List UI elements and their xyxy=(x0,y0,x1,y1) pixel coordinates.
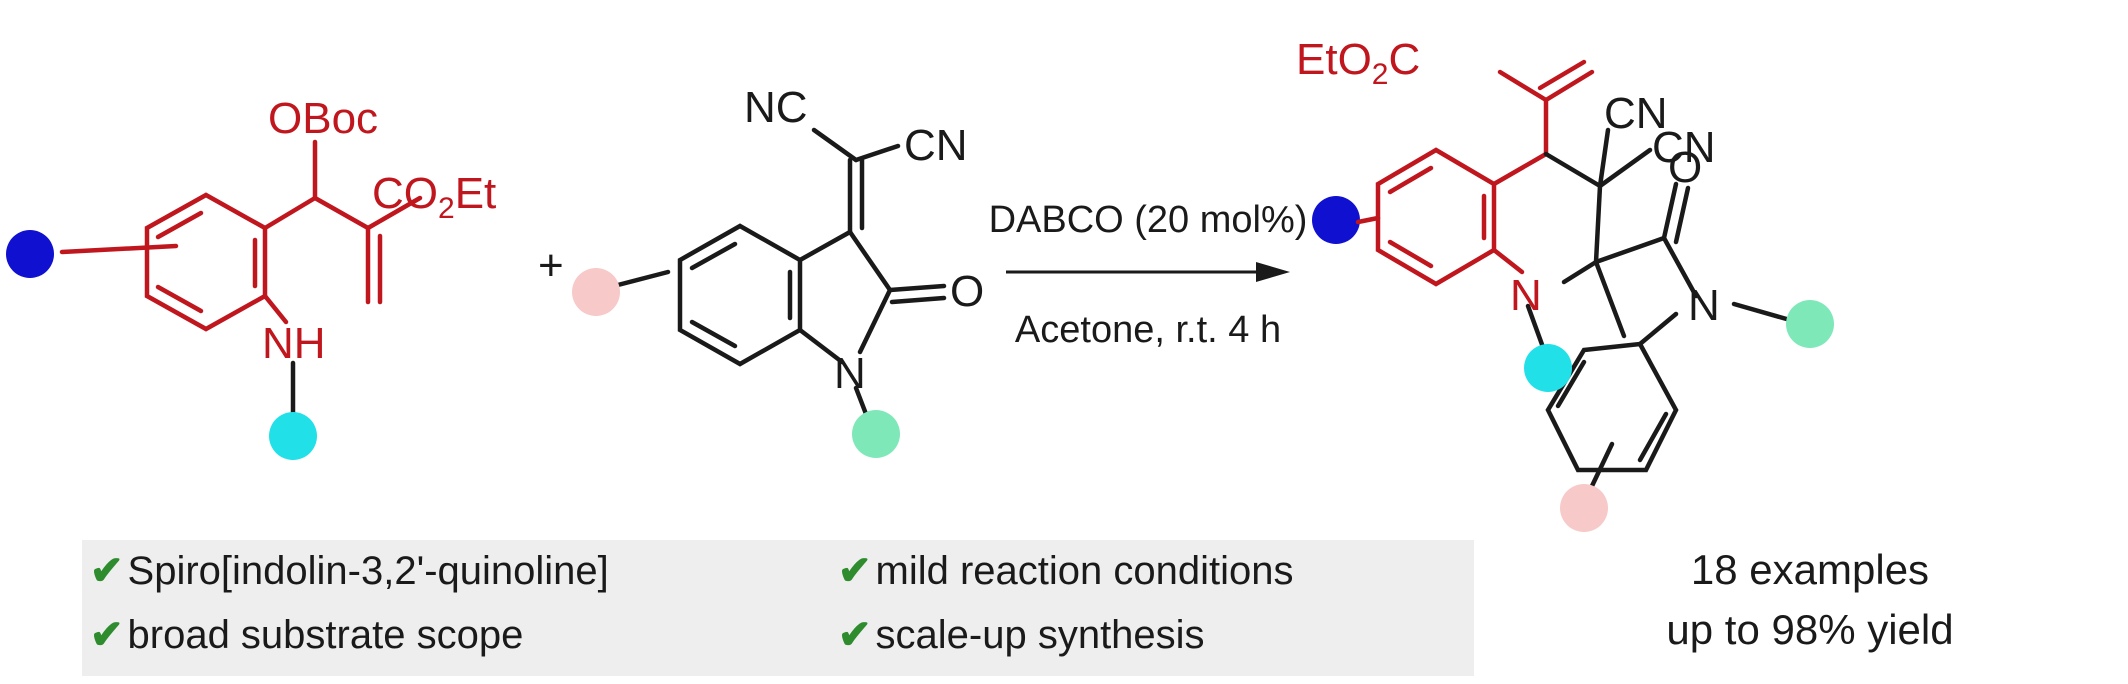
r2-green-substituent-dot xyxy=(852,410,900,458)
reactant-2-benzene-ring xyxy=(677,223,803,367)
bond-carbonyl xyxy=(1661,181,1679,241)
ring-double-bond xyxy=(155,284,204,314)
bond-c3a-c3 xyxy=(797,229,853,263)
bond-r1-substituent xyxy=(59,243,179,255)
reactant-1: OBoc CO2Et NH xyxy=(6,94,496,460)
p-green-substituent-dot xyxy=(1786,300,1834,348)
cn1-label: CN xyxy=(1604,89,1668,138)
feature-item: ✔scale-up synthesis xyxy=(838,612,1205,658)
bond-carbonyl-double xyxy=(889,295,947,305)
product: EtO2C CN CN O N N xyxy=(1296,35,1834,532)
arrow-condition-below: Acetone, r.t. 4 h xyxy=(1015,309,1281,351)
carbonyl-o-label: O xyxy=(950,267,984,316)
bond-ch-alkene xyxy=(312,195,371,231)
bond-c2-n xyxy=(1661,235,1699,299)
p-cyan-substituent-dot xyxy=(1524,344,1572,392)
bond-c4-c3 xyxy=(1543,151,1603,189)
nh-label: NH xyxy=(262,319,326,368)
reactant-1-benzene-ring xyxy=(144,192,268,332)
feature-item: ✔mild reaction conditions xyxy=(838,548,1294,594)
r1-blue-substituent-dot xyxy=(6,230,54,278)
indole-n-label: N xyxy=(834,349,866,398)
check-icon: ✔ xyxy=(838,549,872,593)
ring-double-bond xyxy=(689,319,738,349)
feature-text: Spiro[indolin-3,2'-quinoline] xyxy=(127,549,609,593)
feature-text: scale-up synthesis xyxy=(875,613,1205,657)
check-icon: ✔ xyxy=(90,613,124,657)
bond-c2-n xyxy=(857,287,893,355)
r1-cyan-substituent-dot xyxy=(269,412,317,460)
bond-acrylate-methylene xyxy=(1543,69,1595,103)
arrow-condition-above: DABCO (20 mol%) xyxy=(989,199,1308,241)
bond-spiro-c3a xyxy=(1593,259,1627,339)
feature-item: ✔broad substrate scope xyxy=(90,612,523,658)
bond-spiro-n xyxy=(1561,259,1599,285)
feature-text: broad substrate scope xyxy=(127,613,524,657)
bond-c3-spiro xyxy=(1593,183,1603,265)
bond-n-c7a xyxy=(1637,311,1679,347)
bond-acrylate-methylene-double xyxy=(1537,59,1587,91)
co2et-label: CO2Et xyxy=(372,169,496,225)
bond-c-nc xyxy=(811,127,859,163)
product-oxindole-benzo-ring xyxy=(1545,341,1679,473)
feature-text: mild reaction conditions xyxy=(875,549,1294,593)
bond-ring-n xyxy=(1491,247,1525,275)
features-panel: ✔Spiro[indolin-3,2'-quinoline] ✔mild rea… xyxy=(82,540,1474,676)
bond-n-substituent xyxy=(853,385,869,417)
bond-ring-ch xyxy=(262,195,318,231)
quinoline-n-label: N xyxy=(1510,271,1542,320)
bond-carbonyl-double xyxy=(1673,185,1691,245)
bond-c3-c2 xyxy=(847,229,893,293)
oxindole-n-label: N xyxy=(1688,281,1720,330)
examples-count: 18 examples xyxy=(1690,546,1930,593)
eto2c-label: EtO2C xyxy=(1296,35,1420,91)
bond-ring-c4 xyxy=(1491,151,1549,187)
arrow-head xyxy=(1256,262,1290,282)
bond-acrylate-ester xyxy=(1497,69,1549,103)
nc-label: NC xyxy=(744,83,808,132)
bond-r2-substituent xyxy=(611,269,671,289)
reaction-arrow: DABCO (20 mol%) Acetone, r.t. 4 h xyxy=(989,199,1308,351)
ring-double-bond xyxy=(1387,239,1434,269)
ring-double-bond xyxy=(1555,359,1587,409)
reactant-2: NC CN O N xyxy=(572,83,984,458)
bond-alkene-ester xyxy=(365,195,423,231)
p-blue-substituent-dot xyxy=(1312,196,1360,244)
product-carbonyl-o-label: O xyxy=(1668,143,1702,192)
bond-ring-nh xyxy=(262,293,289,325)
cn-label: CN xyxy=(904,121,968,170)
bond-carbonyl xyxy=(887,283,947,293)
ring-double-bond xyxy=(1387,165,1434,195)
max-yield: up to 98% yield xyxy=(1666,606,1954,653)
ring-double-bond xyxy=(155,210,204,240)
product-benzo-ring xyxy=(1375,147,1497,287)
feature-item: ✔Spiro[indolin-3,2'-quinoline] xyxy=(90,548,609,594)
bond-n-c7a xyxy=(797,327,845,365)
ring-double-bond xyxy=(689,241,738,271)
bond-pink-substituent xyxy=(1589,441,1615,489)
bond-p-blue xyxy=(1355,215,1381,225)
oboc-label: OBoc xyxy=(268,94,378,143)
plus-sign: + xyxy=(538,241,564,290)
bond-c3-cn1 xyxy=(1597,127,1611,189)
bond-c-cn xyxy=(853,143,901,163)
bond-spiro-c2 xyxy=(1593,235,1667,265)
bond-n-substituent xyxy=(1525,303,1547,353)
check-icon: ✔ xyxy=(90,549,124,593)
ring-double-bond xyxy=(1637,411,1669,463)
bond-c3-cn2 xyxy=(1597,147,1653,189)
r2-pink-substituent-dot xyxy=(572,268,620,316)
check-icon: ✔ xyxy=(838,613,872,657)
cn2-label: CN xyxy=(1652,123,1716,172)
p-pink-substituent-dot xyxy=(1560,484,1608,532)
bond-n-substituent-2 xyxy=(1731,301,1793,323)
results-summary: 18 examples up to 98% yield xyxy=(1560,540,2060,660)
